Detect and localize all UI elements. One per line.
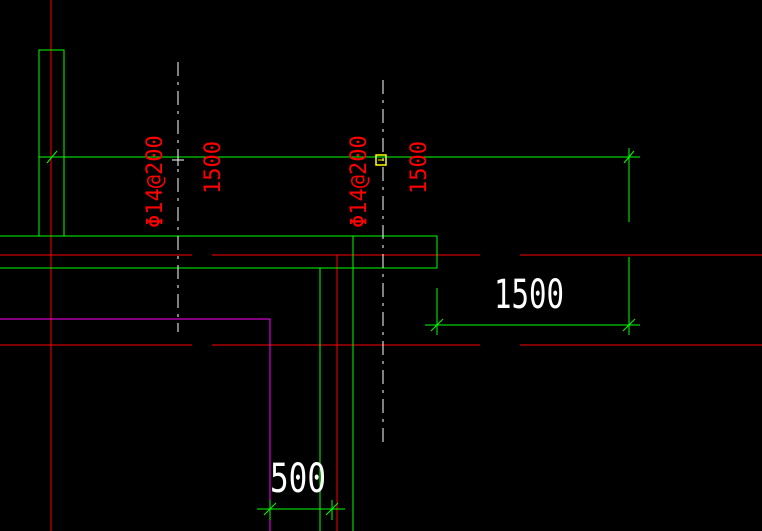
- rebar-spec-label-2: Φ14@200: [347, 135, 372, 228]
- dimension-1500-text: 1500: [494, 272, 564, 318]
- rebar-annotation-2: Φ14@200 1500: [347, 135, 432, 228]
- rebar-centerlines: [177, 62, 384, 448]
- wall-inner-left: [0, 267, 321, 531]
- crosshair-icon: [172, 154, 184, 166]
- dimension-1500: [425, 257, 640, 335]
- dimension-top: [39, 148, 640, 222]
- magenta-element: [0, 318, 271, 531]
- axis-break-marks: [192, 253, 520, 347]
- dimension-500: [257, 500, 345, 520]
- wall-outlines: [0, 49, 438, 531]
- osnap-square-icon[interactable]: [375, 154, 387, 166]
- beam-outline: [0, 235, 438, 269]
- rebar-length-label-2: 1500: [407, 141, 432, 194]
- dimension-500-text: 500: [270, 456, 326, 502]
- rebar-annotation-1: Φ14@200 1500: [143, 135, 226, 228]
- rebar-spec-label-1: Φ14@200: [143, 135, 168, 228]
- rebar-length-label-1: 1500: [201, 141, 226, 194]
